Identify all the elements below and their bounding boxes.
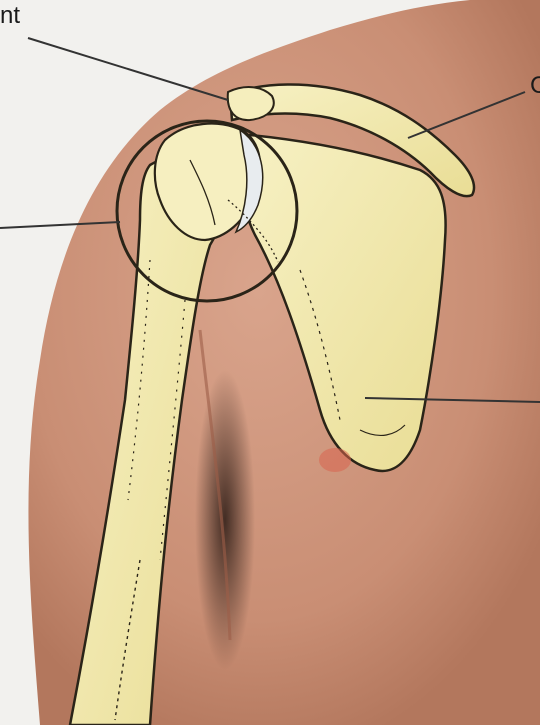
label-top-right: C	[530, 74, 540, 98]
acromion-process	[228, 87, 274, 120]
armpit-shadow	[195, 370, 255, 670]
inferior-angle-highlight	[319, 448, 351, 472]
label-top-left: nt	[0, 4, 20, 28]
